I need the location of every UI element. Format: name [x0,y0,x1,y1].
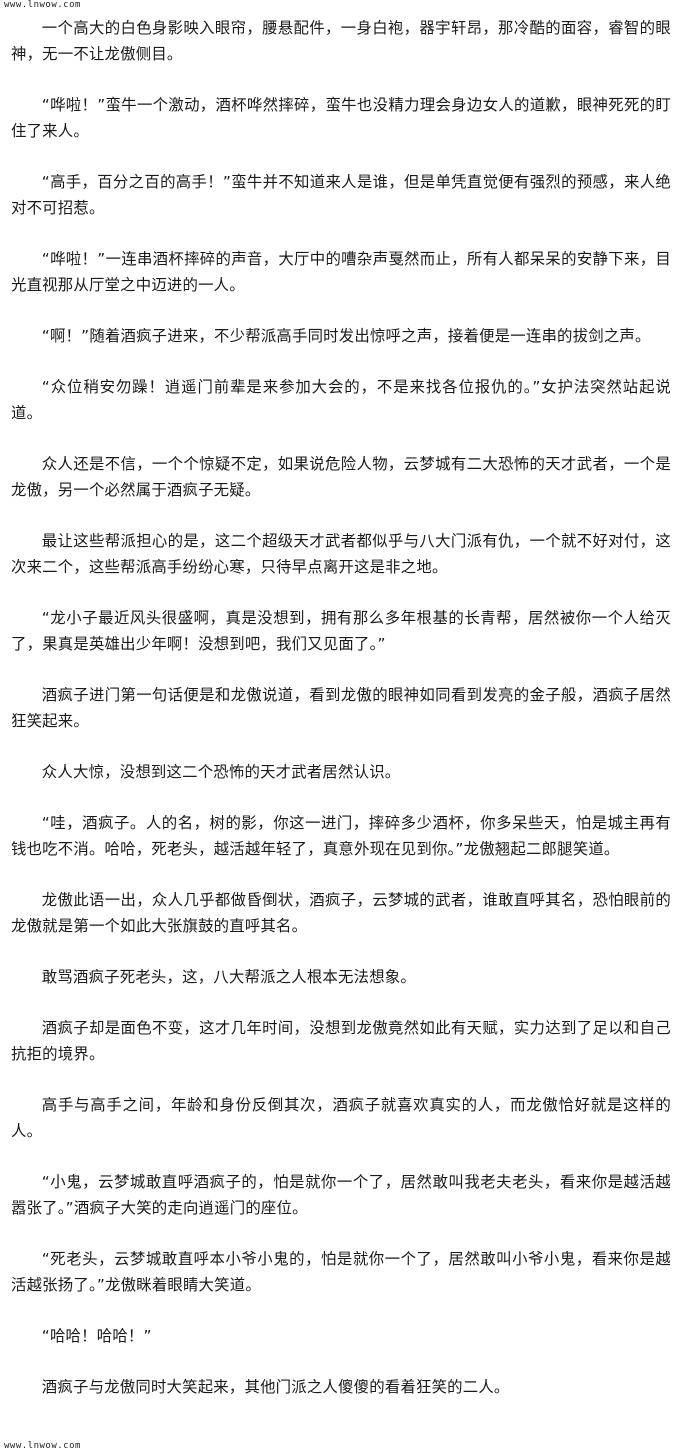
article-body: 一个高大的白色身影映入眼帘，腰悬配件，一身白袍，器宇轩昂，那冷酷的面容，睿智的眼… [11,15,671,1425]
paragraph: 一个高大的白色身影映入眼帘，腰悬配件，一身白袍，器宇轩昂，那冷酷的面容，睿智的眼… [11,19,671,63]
paragraph: “哗啦！”一连串酒杯摔碎的声音，大厅中的嘈杂声戛然而止，所有人都呆呆的安静下来，… [11,250,671,294]
paragraph: “哗啦！”蛮牛一个激动，酒杯哗然摔碎，蛮牛也没精力理会身边女人的道歉，眼神死死的… [11,96,671,140]
paragraph: 酒疯子却是面色不变，这才几年时间，没想到龙傲竟然如此有天赋，实力达到了足以和自己… [11,1019,671,1063]
paragraph: 众人还是不信，一个个惊疑不定，如果说危险人物，云梦城有二大恐怖的天才武者，一个是… [11,455,671,499]
paragraph: 龙傲此语一出，众人几乎都做昏倒状，酒疯子，云梦城的武者，谁敢直呼其名，恐怕眼前的… [11,891,671,935]
paragraph: “死老头，云梦城敢直呼本小爷小鬼的，怕是就你一个了，居然敢叫小爷小鬼，看来你是越… [11,1250,671,1294]
paragraph: 众人大惊，没想到这二个恐怖的天才武者居然认识。 [41,763,401,781]
paragraph: 最让这些帮派担心的是，这二个超级天才武者都似乎与八大门派有仇，一个就不好对付，这… [11,532,671,576]
paragraph: “龙小子最近风头很盛啊，真是没想到，拥有那么多年根基的长青帮，居然被你一个人给灭… [11,609,671,653]
paragraph: 高手与高手之间，年龄和身份反倒其次，酒疯子就喜欢真实的人，而龙傲恰好就是这样的人… [11,1096,671,1140]
paragraph: “小鬼，云梦城敢直呼酒疯子的，怕是就你一个了，居然敢叫我老夫老头，看来你是越活越… [11,1173,671,1217]
paragraph: “哇，酒疯子。人的名，树的影，你这一进门，摔碎多少酒杯，你多呆些天，怕是城主再有… [11,814,671,858]
paragraph: 酒疯子进门第一句话便是和龙傲说道，看到龙傲的眼神如同看到发亮的金子般，酒疯子居然… [11,686,671,730]
paragraph: “高手，百分之百的高手！”蛮牛并不知道来人是谁，但是单凭直觉便有强烈的预感，来人… [11,173,671,217]
paragraph: “哈哈！哈哈！” [41,1327,152,1345]
paragraph: “众位稍安勿躁！逍遥门前辈是来参加大会的，不是来找各位报仇的。”女护法突然站起说… [11,378,671,422]
paragraph: 敢骂酒疯子死老头，这，八大帮派之人根本无法想象。 [41,968,416,986]
paragraph: 酒疯子与龙傲同时大笑起来，其他门派之人傻傻的看着狂笑的二人。 [41,1378,510,1396]
watermark-bottom: www.lnwow.com [4,1441,81,1451]
watermark-top: www.lnwow.com [4,0,81,10]
paragraph: “啊！”随着酒疯子进来，不少帮派高手同时发出惊呼之声，接着便是一连串的拔剑之声。 [41,327,651,345]
